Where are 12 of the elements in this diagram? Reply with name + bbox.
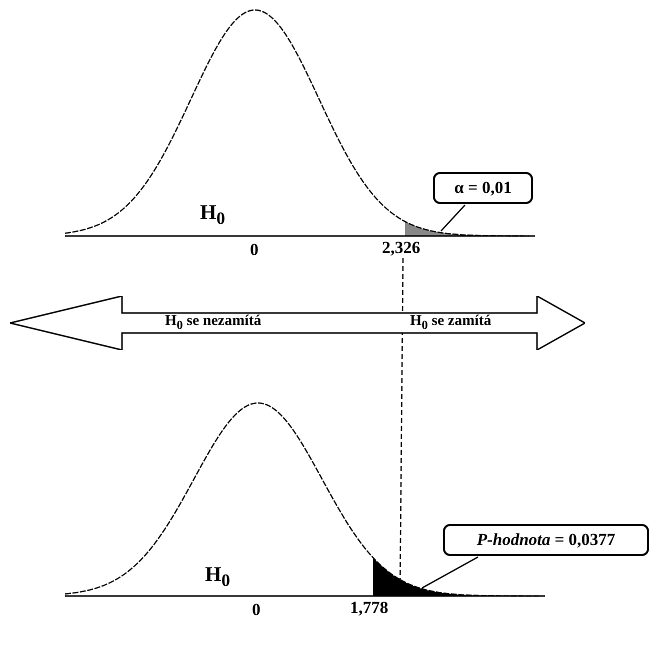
- hypothesis-label: H$_{0}$: [205, 562, 230, 592]
- band-label: H$_{0}$ se zamítá: [410, 313, 492, 333]
- callout-label: P-hodnota = 0,0377: [443, 524, 649, 556]
- axis-tick-label: 2,326: [382, 238, 420, 258]
- axis-tick-label: 1,778: [350, 598, 388, 618]
- hypothesis-label: H$_{0}$: [200, 200, 226, 230]
- axis-tick-label: 0: [250, 240, 258, 260]
- leader-line: [422, 556, 478, 589]
- callout-label: α = 0,01: [433, 172, 533, 204]
- axis-tick-label: 0: [252, 600, 260, 620]
- leader-line: [440, 204, 466, 232]
- band-label: H$_{0}$ se nezamítá: [165, 313, 262, 333]
